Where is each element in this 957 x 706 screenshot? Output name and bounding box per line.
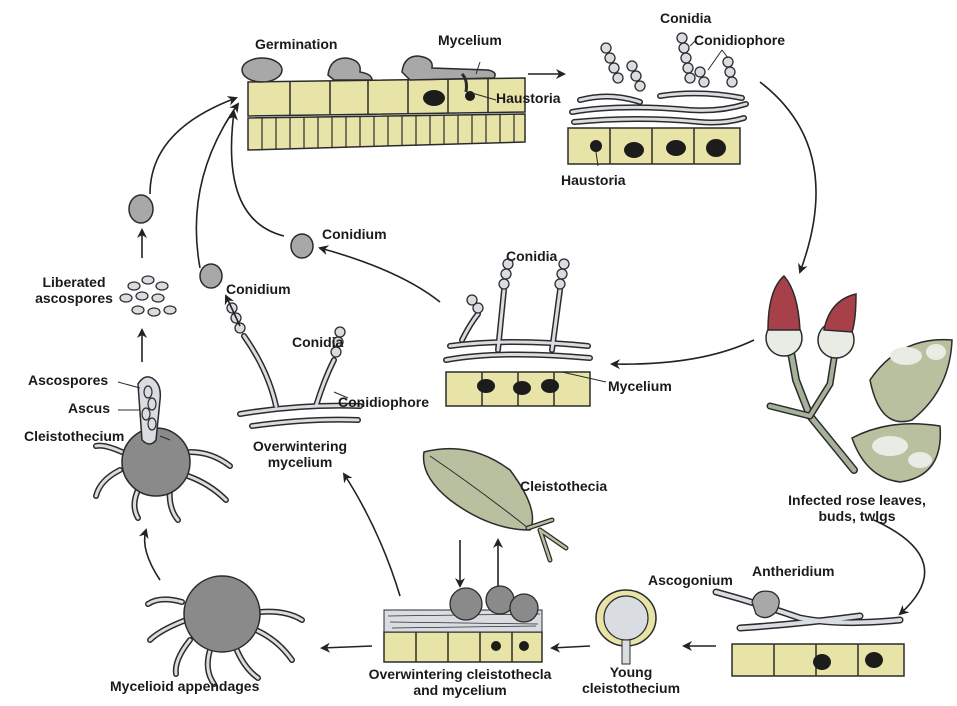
germination-label: Germination [255, 36, 337, 52]
fallen-leaf [424, 449, 566, 560]
germination-leaf-section [242, 56, 525, 150]
conidium-left-label: Conidium [226, 281, 291, 297]
cleistothecium-ascus [96, 377, 230, 520]
mycelium-top-label: Mycelium [438, 32, 502, 48]
conidia-mid-label: Conidia [506, 248, 557, 264]
mycelium-mid-label: Mycelium [608, 378, 672, 394]
ascospores-label: Ascospores [28, 372, 108, 388]
infected-rose-label: Infected rose leaves, buds, twlgs [762, 492, 952, 524]
antheridium-label: Antheridium [752, 563, 834, 579]
conidiophore-host-section [568, 33, 746, 166]
young-cleistothecium-drawing [596, 590, 656, 664]
liberated-ascospores-label: Liberated ascospores [22, 274, 126, 306]
haustoria-right-label: Haustoria [561, 172, 626, 188]
overwintering-mycelium-label: Overwintering mycelium [240, 438, 360, 470]
mycelioid-appendages-label: Mycelioid appendages [110, 678, 259, 694]
infected-rose-twig [766, 276, 952, 482]
ascogonium-label: Ascogonium [648, 572, 733, 588]
cleistothecia-label: Cleistothecia [520, 478, 607, 494]
conidia-left-label: Conidia [292, 334, 343, 350]
conidia-mycelium-section [446, 259, 606, 406]
overwintering-cleistothecia-label: Overwintering cleistothecla and mycelium [352, 666, 568, 698]
liberated-ascospores [120, 276, 176, 316]
haustoria-top-label: Haustoria [496, 90, 561, 106]
cleistothecium-label: Cleistothecium [24, 428, 124, 444]
overwintering-cleistothecia-section [384, 586, 542, 662]
young-cleistothecium-label: Young cleistothecium [576, 664, 686, 696]
conidia-top-label: Conidia [660, 10, 711, 26]
ascogonium-section [716, 591, 904, 676]
conidiophore-left-label: Conidiophore [338, 394, 429, 410]
conidium-mid-label: Conidium [322, 226, 387, 242]
ascospore-spore [129, 195, 153, 223]
conidiophore-top-label: Conidiophore [694, 32, 785, 48]
ascus-label: Ascus [68, 400, 110, 416]
conidium-spore [291, 234, 313, 258]
mycelioid-cleistothecium [148, 576, 302, 684]
